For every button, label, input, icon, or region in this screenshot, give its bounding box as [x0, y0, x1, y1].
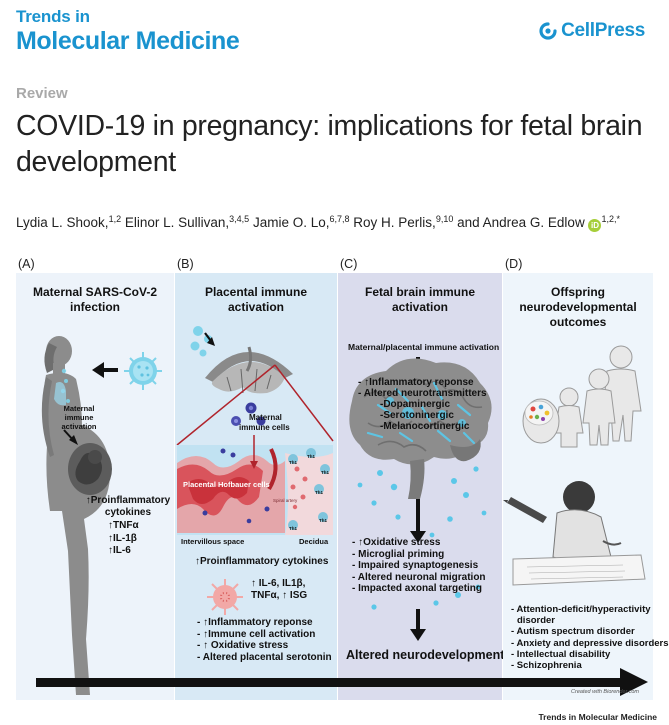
cytokine-item: ↑Proinflammatory — [85, 495, 171, 506]
effect-item: - Impacted axonal targeting — [352, 583, 483, 594]
panel-d-title: Offspring neurodevelopmental outcomes — [519, 285, 637, 329]
th1-cell-label: Th1 — [289, 460, 298, 465]
panel-a-title: Maternal SARS-CoV-2 infection — [32, 285, 158, 314]
panel-d-letter: (D) — [505, 257, 523, 271]
outcome-list: - Attention-deficit/hyperactivity disord… — [511, 604, 669, 671]
effect-item: - Microglial priming — [352, 548, 445, 560]
intervillous-label: Intervillous space — [181, 537, 245, 546]
author-affiliation: 1,2 — [108, 214, 122, 224]
journal-name-line1: Trends in — [16, 7, 90, 26]
author-name[interactable]: Jamie O. Lo, — [252, 215, 330, 230]
effect-item: - ↑Inflammatory reponse — [197, 617, 313, 628]
outcome-item: - Schizophrenia — [511, 660, 582, 672]
effect-item: - Altered neurotransmitters — [358, 388, 487, 399]
orcid-icon[interactable]: iD — [588, 219, 602, 232]
placental-effects-list: - ↑Inflammatory reponse - ↑Immune cell a… — [197, 617, 332, 663]
footer-journal: Trends in Molecular Medicine — [538, 712, 657, 722]
label-line: Maternal — [63, 404, 95, 413]
effect-item: -Dopaminergic — [380, 399, 451, 410]
cytokine-item: ↑ IL-6, IL1β, — [251, 578, 306, 589]
cytokine-item: ↑TNFα — [108, 520, 139, 531]
author-name[interactable]: Lydia L. Shook, — [16, 215, 109, 230]
cytokine-list-a: ↑Proinflammatory cytokines — [84, 495, 172, 518]
cytokine-item: ↑IL-6 — [108, 545, 131, 556]
fetal-brain-illustration — [349, 357, 492, 641]
panel-a-letter: (A) — [18, 257, 35, 271]
effect-item: -Melanocortinergic — [380, 421, 470, 432]
th1-cell-label: Th1 — [315, 490, 324, 495]
effect-item: - ↑Oxidative stress — [352, 537, 441, 548]
panel-c-letter: (C) — [340, 257, 358, 271]
outcome-label: Altered neurodevelopment — [346, 648, 505, 662]
effect-item: - Altered neuronal migration — [352, 571, 486, 583]
author-name[interactable]: Elinor L. Sullivan, — [124, 215, 230, 230]
author-affiliation: 6,7,8 — [329, 214, 350, 224]
th1-cell-label: Th1 — [319, 518, 328, 523]
label-line: activation — [61, 422, 97, 431]
author-affiliation: 1,2,* — [601, 214, 620, 224]
immune-cell-icon — [231, 402, 266, 426]
effect-item: - ↑ Oxidative stress — [197, 640, 289, 651]
outcome-item: - Autism spectrum disorder — [511, 626, 635, 638]
effect-item: - Altered placental serotonin — [197, 651, 332, 663]
placenta-illustration — [176, 326, 334, 615]
panel-maternal-infection: Maternal SARS-CoV-2 infection — [16, 273, 174, 700]
author-affiliation: 9,10 — [435, 214, 454, 224]
cytokine-values-a: ↑TNFα ↑IL-1β ↑IL-6 — [108, 520, 139, 558]
hofbauer-label: Placental Hofbauer cells — [183, 480, 270, 489]
effect-item: - Impaired synaptogenesis — [352, 560, 479, 571]
cytokine-item: TNFα, ↑ ISG — [251, 590, 308, 601]
cellpress-logo-icon — [539, 22, 557, 40]
publisher-name: CellPress — [561, 20, 645, 41]
label-line: Maternal — [249, 413, 282, 422]
author-name[interactable]: and Andrea G. Edlow — [457, 215, 585, 230]
figure-credit: Created with Biorender.com — [571, 689, 639, 695]
panel-c-title: Fetal brain immune activation — [364, 285, 476, 314]
outcome-item: - Attention-deficit/hyperactivity — [511, 604, 651, 615]
author-affiliation: 3,4,5 — [229, 214, 250, 224]
outcome-item: disorder — [517, 615, 556, 627]
brain-effects-list: - ↑Inflammatory reponse - Altered neurot… — [358, 377, 487, 432]
author-name[interactable]: Roy H. Perlis, — [353, 215, 436, 230]
article-type: Review — [16, 85, 68, 102]
effect-item: - ↑Inflammatory reponse — [358, 377, 474, 388]
cellular-effects-list: - ↑Oxidative stress - Microglial priming… — [352, 537, 486, 595]
maternal-activation-label: Maternal immune activation — [53, 404, 105, 431]
maternal-cells-label: Maternal immune cells — [239, 413, 290, 432]
panel-fetal-brain: Fetal brain immune activation — [338, 273, 505, 700]
article-title: COVID-19 in pregnancy: implications for … — [16, 110, 643, 178]
virus-icon — [124, 352, 162, 390]
th1-cell-label: Th1 — [321, 470, 330, 475]
panel-placental-activation: Placental immune activation — [175, 273, 337, 700]
label-line: immune cells — [239, 422, 290, 432]
pregnant-woman-illustration — [41, 336, 162, 695]
th1-cell-label: Th1 — [307, 454, 316, 459]
outcome-item: - Anxiety and depressive disorders — [511, 637, 669, 649]
publisher-logo: CellPress — [538, 18, 645, 44]
children-illustration — [503, 345, 646, 586]
outcome-item: - Intellectual disability — [511, 648, 611, 660]
timeline-arrow-icon — [36, 668, 648, 696]
decidua-label: Decidua — [299, 537, 329, 546]
effect-item: -Serotoninergic — [380, 410, 454, 421]
panel-offspring-outcomes: Offspring neurodevelopmental outcomes — [503, 273, 669, 700]
cytokine-item: ↑IL-1β — [108, 532, 137, 544]
panel-b-letter: (B) — [177, 257, 194, 271]
spiral-artery-label: Spiral artery — [273, 498, 298, 503]
journal-name-line2: Molecular Medicine — [16, 27, 240, 55]
cytokine-item: cytokines — [104, 506, 152, 518]
th1-cell-label: Th1 — [289, 526, 298, 531]
author-list: Lydia L. Shook,1,2 Elinor L. Sullivan,3,… — [16, 214, 620, 232]
cytokines-title-b: ↑Proinflammatory cytokines — [195, 556, 329, 567]
cytokine-cell-icon — [207, 579, 243, 615]
effect-item: - ↑Immune cell activation — [197, 628, 316, 640]
label-line: immune — [64, 413, 94, 422]
brain-icon — [349, 358, 492, 499]
cytokine-list-b: ↑ IL-6, IL1β, TNFα, ↑ ISG — [251, 578, 307, 602]
panel-b-title: Placental immune activation — [204, 285, 308, 314]
activation-source-label: Maternal/placental immune activation — [348, 342, 500, 352]
